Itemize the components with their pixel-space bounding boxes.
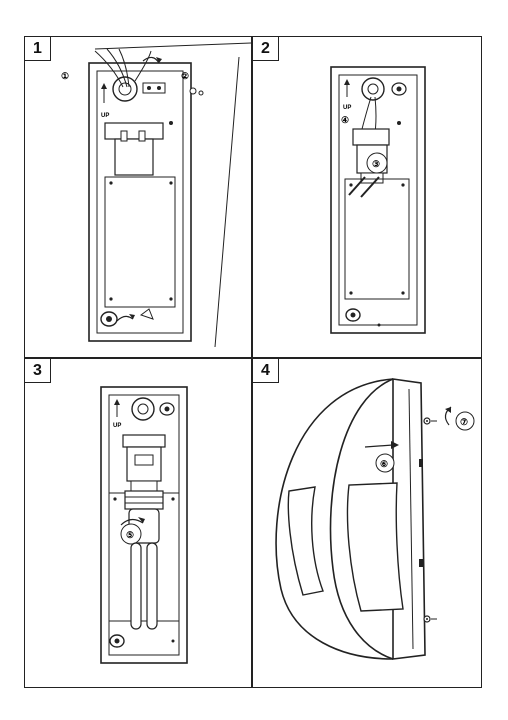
wall-edge [94,42,251,50]
callout-ring [455,411,475,431]
callout-7: ⑦ [460,417,468,427]
step-3-illustration: UP ⑤ [100,386,188,664]
terminal-block [142,82,166,94]
panel-step-1: 1 UP [24,36,252,358]
callout-3: ③ [372,159,380,169]
step-number: 3 [25,359,51,383]
rotate-arrow [116,315,134,322]
lamp-holder [114,138,154,176]
holder-bracket [104,122,164,140]
base-plate [88,62,192,342]
up-label: UP [343,105,351,111]
callout-ring [120,523,142,545]
wall-edge [214,56,240,348]
lamp-tube [146,542,158,630]
holder-bracket [122,434,166,448]
step-2-illustration: UP ④ ③ [330,66,426,334]
cover-window-left [287,486,324,596]
cable [94,50,124,88]
base-inner [96,70,184,334]
rotate-arrow [142,56,160,64]
panel-step-2: 2 UP ④ ③ [252,36,482,358]
callout-1: ① [61,71,69,81]
lamp-base [124,490,164,510]
reflector-area [104,176,176,308]
rotate-arrow [120,518,144,526]
callout-ring [375,453,395,473]
step-number: 4 [253,359,279,383]
cover-window-right [346,482,404,612]
up-label: UP [113,423,121,429]
callout-5: ⑤ [126,530,134,540]
callout-6: ⑥ [380,459,388,469]
step-number: 2 [253,37,279,61]
up-label: UP [101,113,109,119]
holder-bracket [352,128,390,146]
lamp-tube [130,542,142,630]
cable [118,48,130,88]
panel-step-4: 4 ⑥ ⑦ [252,358,482,688]
step-number: 1 [25,37,51,61]
step-4-illustration: ⑥ ⑦ [275,378,475,660]
step-1-illustration: UP ① ② [61,42,251,348]
cable [106,48,128,88]
panel-step-3: 3 UP ⑤ [24,358,252,688]
callout-2: ② [181,71,189,81]
slide-arrow [364,444,394,448]
callout-4: ④ [341,115,349,125]
